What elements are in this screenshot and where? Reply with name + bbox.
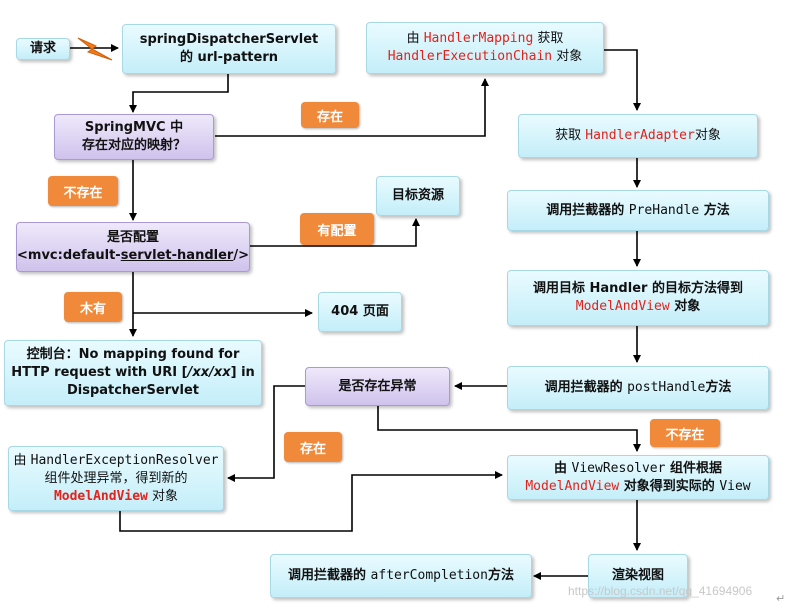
call-after-completion-node: 调用拦截器的 afterCompletion方法 [270, 554, 532, 598]
label-exists-mapping: 存在 [301, 102, 359, 128]
call-prehandle-node: 调用拦截器的 PreHandle 方法 [507, 190, 769, 231]
dispatcher-servlet-node: springDispatcherServlet 的 url-pattern [122, 24, 336, 74]
label-none: 木有 [64, 292, 122, 322]
get-handler-execution-chain-node: 由 HandlerMapping 获取 HandlerExecutionChai… [366, 22, 604, 74]
handler-exception-resolver-node: 由 HandlerExceptionResolver 组件处理异常，得到新的 M… [8, 446, 224, 511]
get-handler-adapter-node: 获取 HandlerAdapter对象 [518, 114, 758, 158]
label-exception-exists: 存在 [284, 432, 342, 462]
request-node: 请求 [16, 38, 70, 60]
label-exception-not-exists: 不存在 [650, 419, 720, 447]
not-found-page-node: 404 页面 [318, 292, 402, 332]
console-error-node: 控制台：No mapping found for HTTP request wi… [4, 340, 262, 406]
watermark: https://blog.csdn.net/qq_41694906 [568, 584, 753, 598]
lightning-icon [77, 37, 113, 61]
exception-exists-question: 是否存在异常 [305, 367, 450, 406]
target-resource-node: 目标资源 [376, 176, 460, 216]
label-not-exists-mapping: 不存在 [48, 176, 118, 206]
mapping-exists-question: SpringMVC 中 存在对应的映射？ [54, 114, 214, 160]
label-has-config: 有配置 [300, 213, 374, 245]
call-posthandle-node: 调用拦截器的 postHandle方法 [507, 366, 769, 410]
render-view-node: 渲染视图 [588, 554, 688, 598]
return-mark: ↵ [776, 592, 786, 605]
default-servlet-handler-question: 是否配置 <mvc:default-servlet-handler/> [16, 222, 250, 272]
invoke-target-handler-node: 调用目标 Handler 的目标方法得到 ModelAndView 对象 [507, 270, 769, 326]
view-resolver-node: 由 ViewResolver 组件根据 ModelAndView 对象得到实际的… [507, 455, 769, 500]
